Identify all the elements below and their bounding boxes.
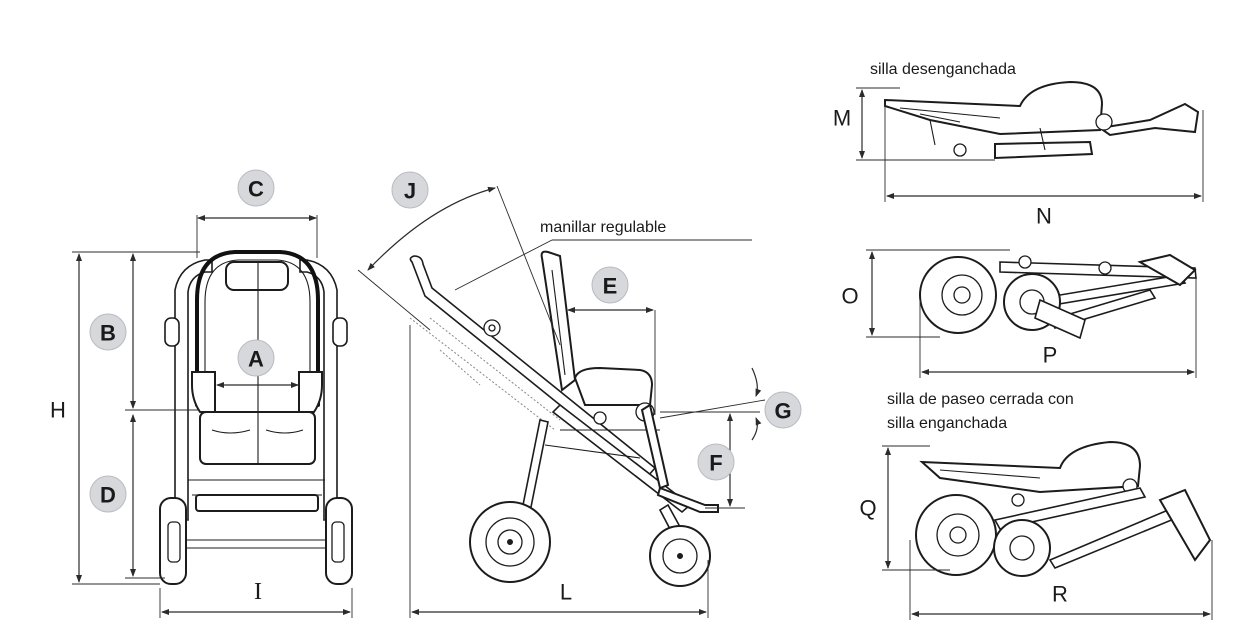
folded-seat-body [919, 440, 1142, 494]
label-l: L [560, 580, 572, 605]
label-a: A [248, 347, 264, 372]
folded-seat-joint [1011, 493, 1025, 507]
folded-with-seat-view: silla de paseo cerrada con silla enganch… [859, 391, 1213, 620]
label-f-badge: F [697, 443, 735, 481]
rear-wheel-axle [507, 539, 513, 545]
label-n: N [1036, 204, 1052, 229]
folded-seat-rear-hub [949, 526, 967, 544]
backrest-inner [204, 259, 311, 400]
right-wheel-hub [331, 521, 345, 563]
note-leader-diag [454, 239, 553, 291]
folded-rear-hub [953, 286, 971, 304]
rear-axle [180, 539, 335, 549]
label-j-badge: J [391, 171, 429, 209]
label-b: B [100, 321, 116, 346]
label-a-badge: A [237, 339, 275, 377]
folded-seat-front-hub [1009, 535, 1035, 561]
legrest-hinge [1095, 113, 1113, 131]
label-e-badge: E [591, 266, 629, 304]
label-o: O [841, 284, 858, 309]
footplate [656, 486, 719, 513]
folded-bracket [1137, 253, 1197, 287]
folded-joint-2 [1018, 255, 1032, 269]
dim-g-arc-top [751, 367, 762, 397]
side-seat [573, 366, 654, 406]
dim-j-ext [496, 185, 561, 346]
left-wheel-hub [167, 521, 181, 563]
base-struts [929, 119, 1046, 151]
folded-seat-frame [993, 487, 1147, 530]
seat-detail-lines [899, 107, 1001, 123]
label-c-badge: C [237, 169, 275, 207]
seat-detached-view: silla desenganchada M N [833, 61, 1204, 229]
detached-small-wheel [953, 143, 967, 157]
right-handle-grip [332, 317, 348, 347]
backrest-edge [551, 269, 566, 376]
label-p: P [1043, 343, 1058, 368]
left-frame-tube [174, 259, 213, 521]
caption-seat-detached: silla desenganchada [870, 61, 1016, 78]
frame-joint [593, 411, 607, 425]
folded-fork [1034, 298, 1086, 340]
label-e: E [603, 274, 618, 299]
handle-pivot-center [488, 324, 496, 332]
detached-legrest [1097, 102, 1200, 137]
label-d: D [100, 483, 116, 508]
handle-recline-ghost [409, 317, 561, 431]
detached-seat-body [884, 80, 1104, 136]
front-leg-tube [551, 403, 692, 514]
dim-j-ext-2 [357, 269, 431, 331]
folded-seat-legrest [1158, 488, 1212, 562]
backrest-outline [195, 250, 320, 407]
folded-joint-1 [1098, 261, 1112, 275]
caption-folded-line2: silla enganchada [887, 415, 1007, 432]
label-h: H [50, 398, 66, 423]
note-adjustable-handle: manillar regulable [540, 219, 666, 236]
detached-base [994, 140, 1094, 160]
front-wheel-axle [677, 553, 683, 559]
label-g-badge: G [764, 391, 802, 429]
label-j: J [404, 179, 416, 204]
folded-seat-lower-tube [1048, 504, 1188, 569]
label-c: C [248, 177, 264, 202]
label-f: F [709, 451, 722, 476]
label-d-badge: D [89, 475, 127, 513]
folded-seat-line [939, 469, 1041, 479]
dim-j-arc [367, 186, 496, 271]
headrest [225, 261, 289, 291]
front-view: C A B D H I [50, 169, 353, 618]
footrest [195, 494, 319, 512]
label-r: R [1052, 582, 1068, 607]
seat-stitching [211, 429, 304, 434]
left-handle-grip [164, 317, 180, 347]
caption-folded-line1: silla de paseo cerrada con [887, 391, 1074, 408]
right-frame-tube [299, 259, 338, 521]
folded-frame-view: O P [841, 249, 1197, 378]
side-view: manillar regulable J E G F [357, 171, 802, 618]
under-frame [544, 429, 660, 459]
dim-g-arc-bottom [751, 417, 762, 441]
label-i: I [254, 579, 262, 605]
label-b-badge: B [89, 313, 127, 351]
dim-g-ext [659, 399, 766, 419]
label-g: G [774, 399, 791, 424]
label-q: Q [859, 496, 876, 521]
footrest-rails [188, 479, 325, 496]
label-m: M [833, 106, 851, 131]
